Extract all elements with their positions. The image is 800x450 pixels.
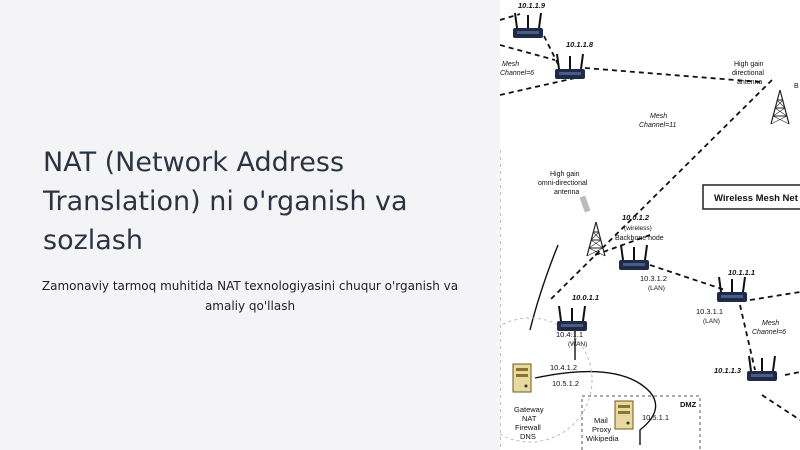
antenna-label: omni-directional bbox=[538, 180, 588, 187]
network-diagram: Wireless Mesh Net 10.1.1.9 10.1.1.8 Mesh… bbox=[500, 0, 800, 450]
antenna-label: antenna bbox=[737, 79, 762, 86]
antenna-label: High gain bbox=[550, 171, 580, 178]
channel-label: Channel=6 bbox=[500, 70, 534, 77]
dmz-box bbox=[581, 395, 701, 450]
directional-antenna-icon bbox=[770, 89, 790, 125]
antenna-label: antenna bbox=[554, 189, 579, 196]
label-10-3-1-1: 10.3.1.1 bbox=[696, 307, 723, 316]
diagram-title-box bbox=[702, 184, 800, 210]
gateway-label: Firewall bbox=[515, 423, 541, 432]
gateway-label: NAT bbox=[522, 414, 537, 423]
diagram-title: Wireless Mesh Net bbox=[714, 193, 799, 204]
server-label: Mail bbox=[594, 416, 608, 425]
gateway-label: DNS bbox=[520, 432, 536, 441]
router-icon bbox=[618, 244, 650, 271]
server-label: Wikipedia bbox=[586, 434, 619, 443]
lan-label: (LAN) bbox=[648, 285, 665, 292]
label-10-5-1-1: 10.5.1.1 bbox=[642, 413, 669, 422]
slide-title: NAT (Network Address Translation) ni o'r… bbox=[43, 147, 408, 256]
label-10-0-1-2: 10.0.1.2 bbox=[622, 213, 650, 222]
wan-label: (WAN) bbox=[568, 341, 587, 348]
label-10-1-1-8: 10.1.1.8 bbox=[566, 40, 594, 49]
label-10-4-1-1: 10.4.1.1 bbox=[556, 330, 583, 339]
omni-antenna-icon bbox=[579, 195, 591, 213]
gateway-label: Gateway bbox=[514, 405, 544, 414]
router-icon bbox=[554, 53, 586, 80]
coverage-ring bbox=[500, 317, 593, 443]
slide-subtitle: Zamonaviy tarmoq muhitida NAT texnologiy… bbox=[41, 279, 459, 313]
label-10-1-1-3: 10.1.1.3 bbox=[714, 366, 742, 375]
label-10-1-1-1: 10.1.1.1 bbox=[728, 268, 755, 277]
cut-label: B bbox=[794, 83, 799, 90]
router-icon bbox=[512, 12, 544, 39]
lan-label: (LAN) bbox=[703, 318, 720, 325]
mesh-label: Mesh bbox=[650, 113, 667, 120]
dmz-label: DMZ bbox=[680, 400, 697, 409]
label-10-4-1-2: 10.4.1.2 bbox=[550, 363, 577, 372]
wired-links bbox=[529, 244, 657, 445]
antenna-label: directional bbox=[732, 70, 764, 77]
label-10-5-1-2: 10.5.1.2 bbox=[552, 379, 579, 388]
router-icon bbox=[556, 305, 588, 332]
antenna-label: High gain bbox=[734, 61, 764, 68]
mesh-label: Mesh bbox=[762, 320, 779, 327]
server-label: Proxy bbox=[592, 425, 611, 434]
label-10-1-1-9: 10.1.1.9 bbox=[518, 1, 546, 10]
channel-label: Channel=11 bbox=[639, 122, 677, 129]
server-icon bbox=[614, 400, 634, 430]
backbone-label: Backbone node bbox=[615, 235, 664, 242]
mesh-label: Mesh bbox=[502, 61, 519, 68]
router-icon bbox=[746, 355, 778, 382]
omni-antenna-icon bbox=[586, 221, 606, 257]
network-diagram-svg: Wireless Mesh Net 10.1.1.9 10.1.1.8 Mesh… bbox=[500, 1, 800, 450]
label-10-0-1-1: 10.0.1.1 bbox=[572, 293, 599, 302]
channel-label: Channel=6 bbox=[752, 329, 786, 336]
router-icon bbox=[716, 276, 748, 303]
server-icon bbox=[512, 363, 532, 393]
wireless-label: (wireless) bbox=[624, 225, 652, 232]
label-10-3-1-2: 10.3.1.2 bbox=[640, 274, 667, 283]
